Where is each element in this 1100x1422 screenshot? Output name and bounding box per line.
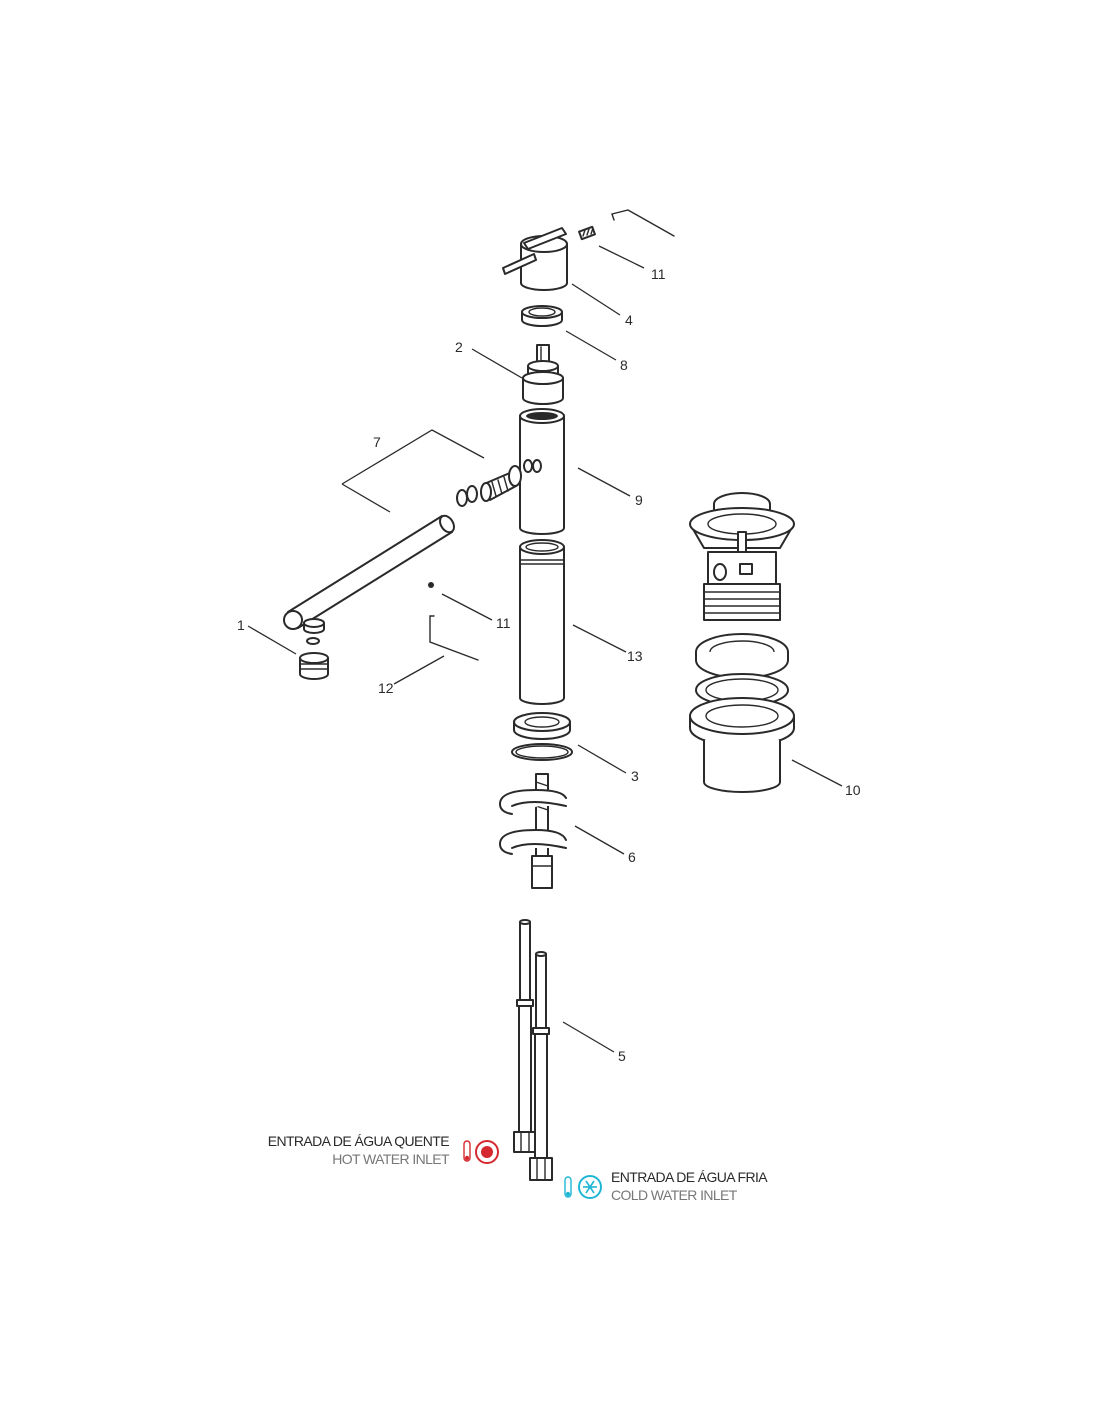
part-number-12: 12: [378, 680, 394, 696]
flex-hoses: [513, 919, 553, 1181]
part-number-7: 7: [373, 434, 381, 450]
part-number-13: 13: [627, 648, 643, 664]
part-number-5: 5: [618, 1048, 626, 1064]
grub-screw-small: [428, 582, 434, 588]
spout: [283, 514, 455, 630]
part-number-11-bottom: 11: [496, 615, 511, 631]
leader-lines: [247, 245, 843, 1053]
cartridge: [522, 344, 564, 405]
part-number-6: 6: [628, 849, 636, 865]
cold-water-icon: [578, 1175, 602, 1199]
allen-key-top: [611, 209, 675, 237]
ring-nut: [521, 305, 563, 327]
valve-body: [519, 408, 565, 535]
cold-inlet-title: ENTRADA DE ÁGUA FRIA: [611, 1169, 768, 1185]
handle: [502, 227, 568, 291]
temperature-icon: [564, 1176, 572, 1198]
hot-inlet-subtitle: HOT WATER INLET: [332, 1151, 450, 1167]
grub-screw-top: [578, 225, 596, 241]
hot-water-icon: [475, 1140, 499, 1164]
part-number-1: 1: [237, 617, 245, 633]
part-number-10: 10: [845, 782, 861, 798]
part-number-8: 8: [620, 357, 628, 373]
part-number-9: 9: [635, 492, 643, 508]
spout-connector: [456, 459, 533, 507]
extension-tube: [519, 539, 565, 705]
allen-key: [429, 615, 479, 661]
pop-up-waste: [689, 492, 795, 793]
hot-inlet-title: ENTRADA DE ÁGUA QUENTE: [268, 1133, 450, 1149]
temperature-icon: [463, 1140, 471, 1162]
base-ring: [511, 712, 573, 761]
part-number-4: 4: [625, 312, 633, 328]
part-number-2: 2: [455, 339, 463, 355]
cold-inlet-subtitle: COLD WATER INLET: [611, 1187, 738, 1203]
aerator: [299, 618, 329, 680]
part-number-11-top: 11: [651, 266, 666, 282]
part-number-3: 3: [631, 768, 639, 784]
fixing-kit: [499, 773, 567, 889]
